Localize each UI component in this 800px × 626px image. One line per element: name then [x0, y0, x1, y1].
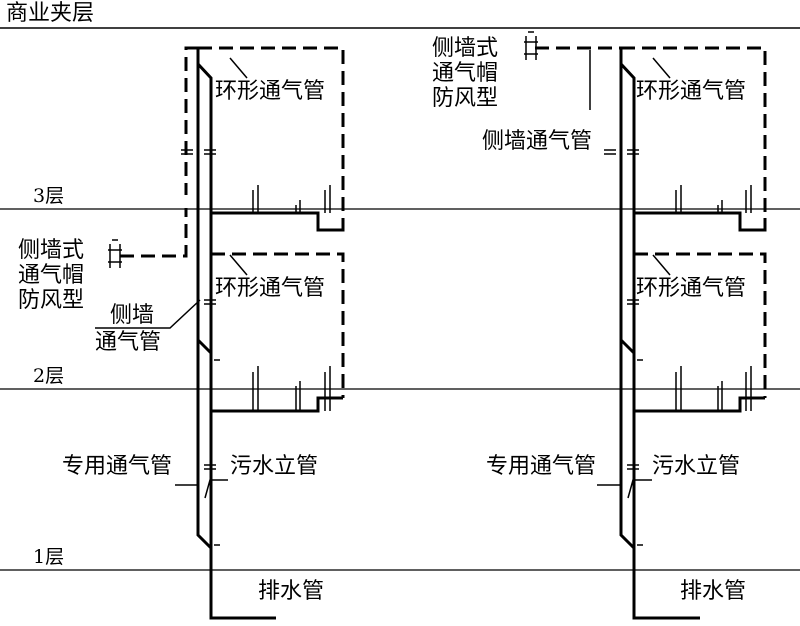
left-dedicated-vent-stack [196, 48, 213, 550]
right-soil-stack-label: 污水立管 [652, 454, 740, 479]
left-side-vent-label-2: 通气管 [95, 330, 161, 355]
right-side-vent-label: 侧墙通气管 [482, 129, 592, 154]
floor-lines [0, 27, 800, 571]
left-drain-pipe-label: 排水管 [258, 579, 324, 604]
floor-1-label: 1层 [33, 546, 64, 568]
right-drain-pipe-label: 排水管 [680, 579, 746, 604]
right-riser-system [524, 31, 767, 620]
right-branch-drain-3 [634, 211, 767, 232]
right-leader-lines [589, 50, 671, 499]
left-vent-cap-icon [108, 239, 122, 268]
right-side-cap-label-2: 通气帽 [432, 61, 498, 86]
left-side-cap-label-1: 侧墙式 [18, 238, 84, 263]
left-dedicated-vent-label: 专用通气管 [62, 454, 172, 479]
left-riser-system [95, 46, 345, 620]
left-loop-vent-label-2: 环形通气管 [215, 276, 325, 301]
left-side-wall-vent [120, 208, 188, 258]
left-cleanout-ticks [181, 149, 220, 546]
left-side-cap-label-3: 防风型 [18, 288, 84, 313]
left-soil-stack-label: 污水立管 [230, 454, 318, 479]
left-branch-drain-3 [211, 211, 345, 232]
right-side-cap-label-3: 防风型 [432, 86, 498, 111]
left-fixture-traps-3 [252, 185, 331, 213]
right-side-cap-label-1: 侧墙式 [432, 36, 498, 61]
right-fixture-traps-3 [675, 185, 752, 213]
left-side-vent-label-1: 侧墙 [110, 303, 154, 328]
right-vent-cap-icon [524, 31, 538, 60]
left-loop-vent-3 [198, 46, 345, 218]
right-dedicated-vent-stack [619, 48, 636, 550]
left-soil-stack [196, 48, 276, 620]
diagram-title: 商业夹层 [6, 1, 94, 26]
left-fixture-traps-2 [252, 366, 331, 411]
right-vent-connection-2 [619, 338, 636, 355]
left-top-vent-extension [184, 46, 198, 195]
right-soil-stack [619, 48, 700, 620]
left-side-cap-label-2: 通气帽 [18, 263, 84, 288]
left-loop-vent-2 [211, 252, 345, 398]
floor-3-label: 3层 [33, 185, 64, 207]
right-fixture-traps-2 [675, 366, 752, 411]
right-loop-vent-2 [634, 252, 767, 398]
left-vent-connection-2 [196, 338, 213, 355]
floor-2-label: 2层 [33, 365, 64, 387]
right-dedicated-vent-label: 专用通气管 [486, 454, 596, 479]
right-branch-drain-2 [634, 396, 765, 413]
right-loop-vent-3 [621, 46, 767, 218]
right-loop-vent-label-3: 环形通气管 [636, 79, 746, 104]
left-branch-drain-2 [211, 396, 343, 413]
right-loop-vent-label-2: 环形通气管 [636, 276, 746, 301]
left-leader-lines [95, 57, 248, 499]
right-cleanout-ticks [604, 149, 643, 546]
left-loop-vent-label-3: 环形通气管 [215, 79, 325, 104]
